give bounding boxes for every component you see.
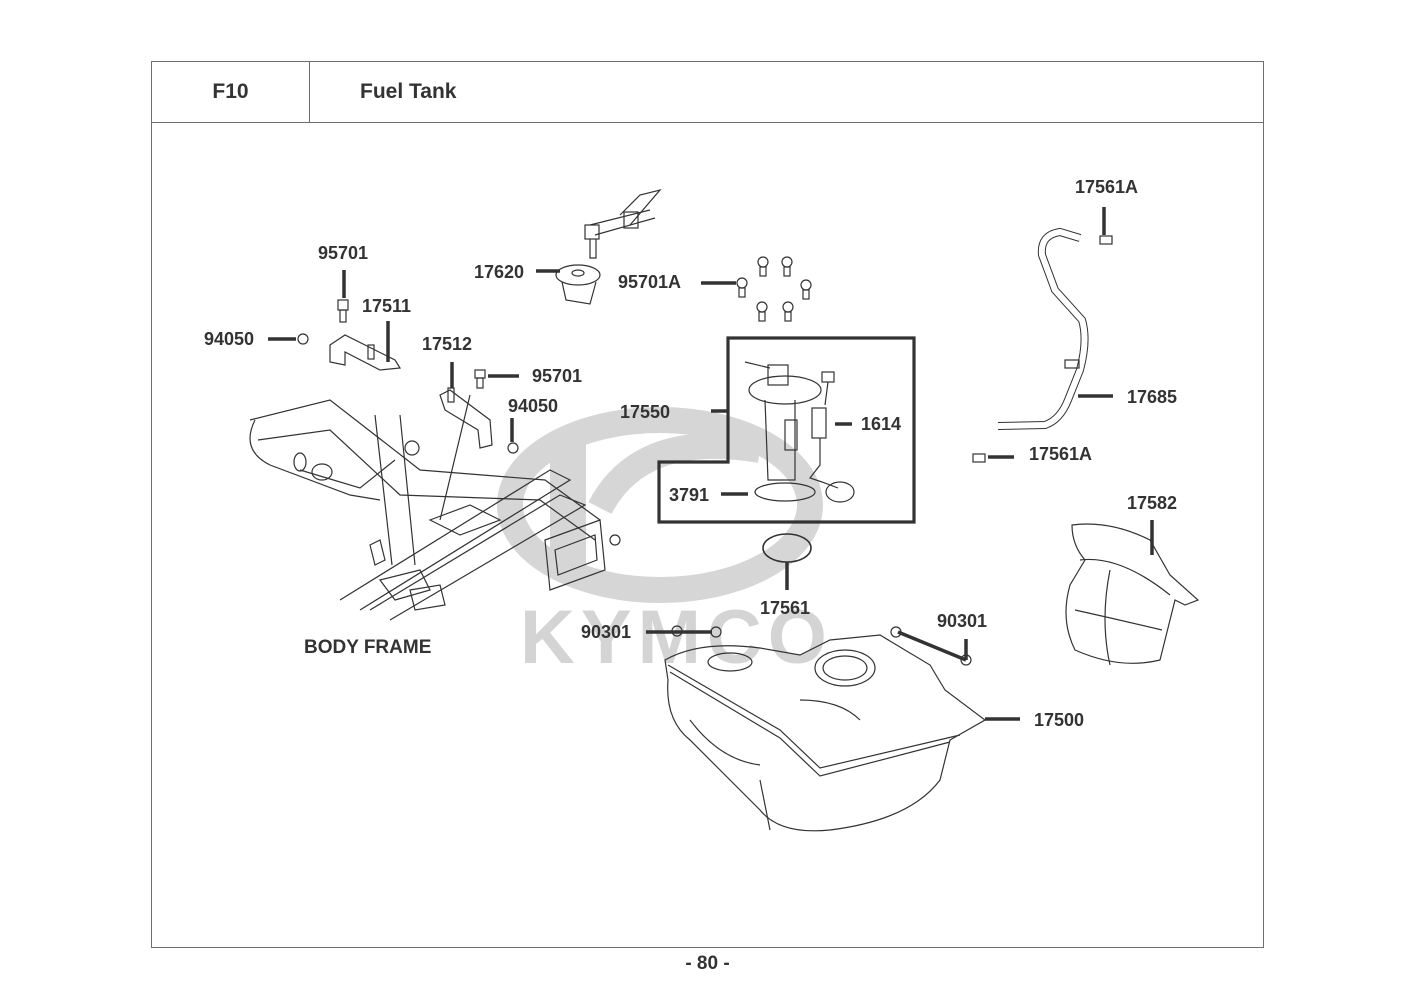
part-label-3791: 3791 [669,485,710,505]
heat-shield-drawing [1065,523,1200,666]
part-label-95701A: 95701A [618,272,682,292]
part-label-17500: 17500 [1034,710,1085,730]
o-ring-drawing [762,533,812,563]
part-label-1614: 1614 [861,414,902,434]
part-label-94050: 94050 [204,329,255,349]
bracket-17512-drawing [439,369,519,454]
part-label-17582: 17582 [1127,493,1178,513]
screws-95701A-drawing [736,256,812,322]
leader-lines [268,207,1154,721]
part-label-17620: 17620 [474,262,525,282]
part-label-94050: 94050 [508,396,559,416]
part-label-90301: 90301 [581,622,632,642]
part-label-17561A: 17561A [1075,177,1139,197]
fuel-cap-drawing [555,188,662,305]
section-title: Fuel Tank [360,80,457,103]
fuel-tank-drawing [664,634,987,832]
bracket-17511-drawing [297,299,402,371]
part-label-17561A: 17561A [1029,444,1093,464]
part-label-95701: 95701 [318,243,369,263]
diagram-frame [151,122,1264,948]
logo-k-arc [588,432,763,515]
breather-hose-drawing [972,227,1113,463]
page-number: - 80 - [685,953,730,974]
body-frame-drawing [249,394,621,621]
fuel-pump-box [657,336,916,524]
part-label-17512: 17512 [422,334,473,354]
section-code: F10 [212,80,249,103]
body-frame-label: BODY FRAME [304,637,432,658]
logo-ellipse [497,407,823,603]
watermark-brand: KYMCO [520,595,833,680]
fuel-pump-drawing [744,361,855,503]
part-label-17561: 17561 [760,598,811,618]
part-label-17685: 17685 [1127,387,1178,407]
part-label-17511: 17511 [362,296,412,316]
part-label-95701: 95701 [532,366,583,386]
part-label-17550: 17550 [620,402,671,422]
part-label-90301: 90301 [937,611,988,631]
